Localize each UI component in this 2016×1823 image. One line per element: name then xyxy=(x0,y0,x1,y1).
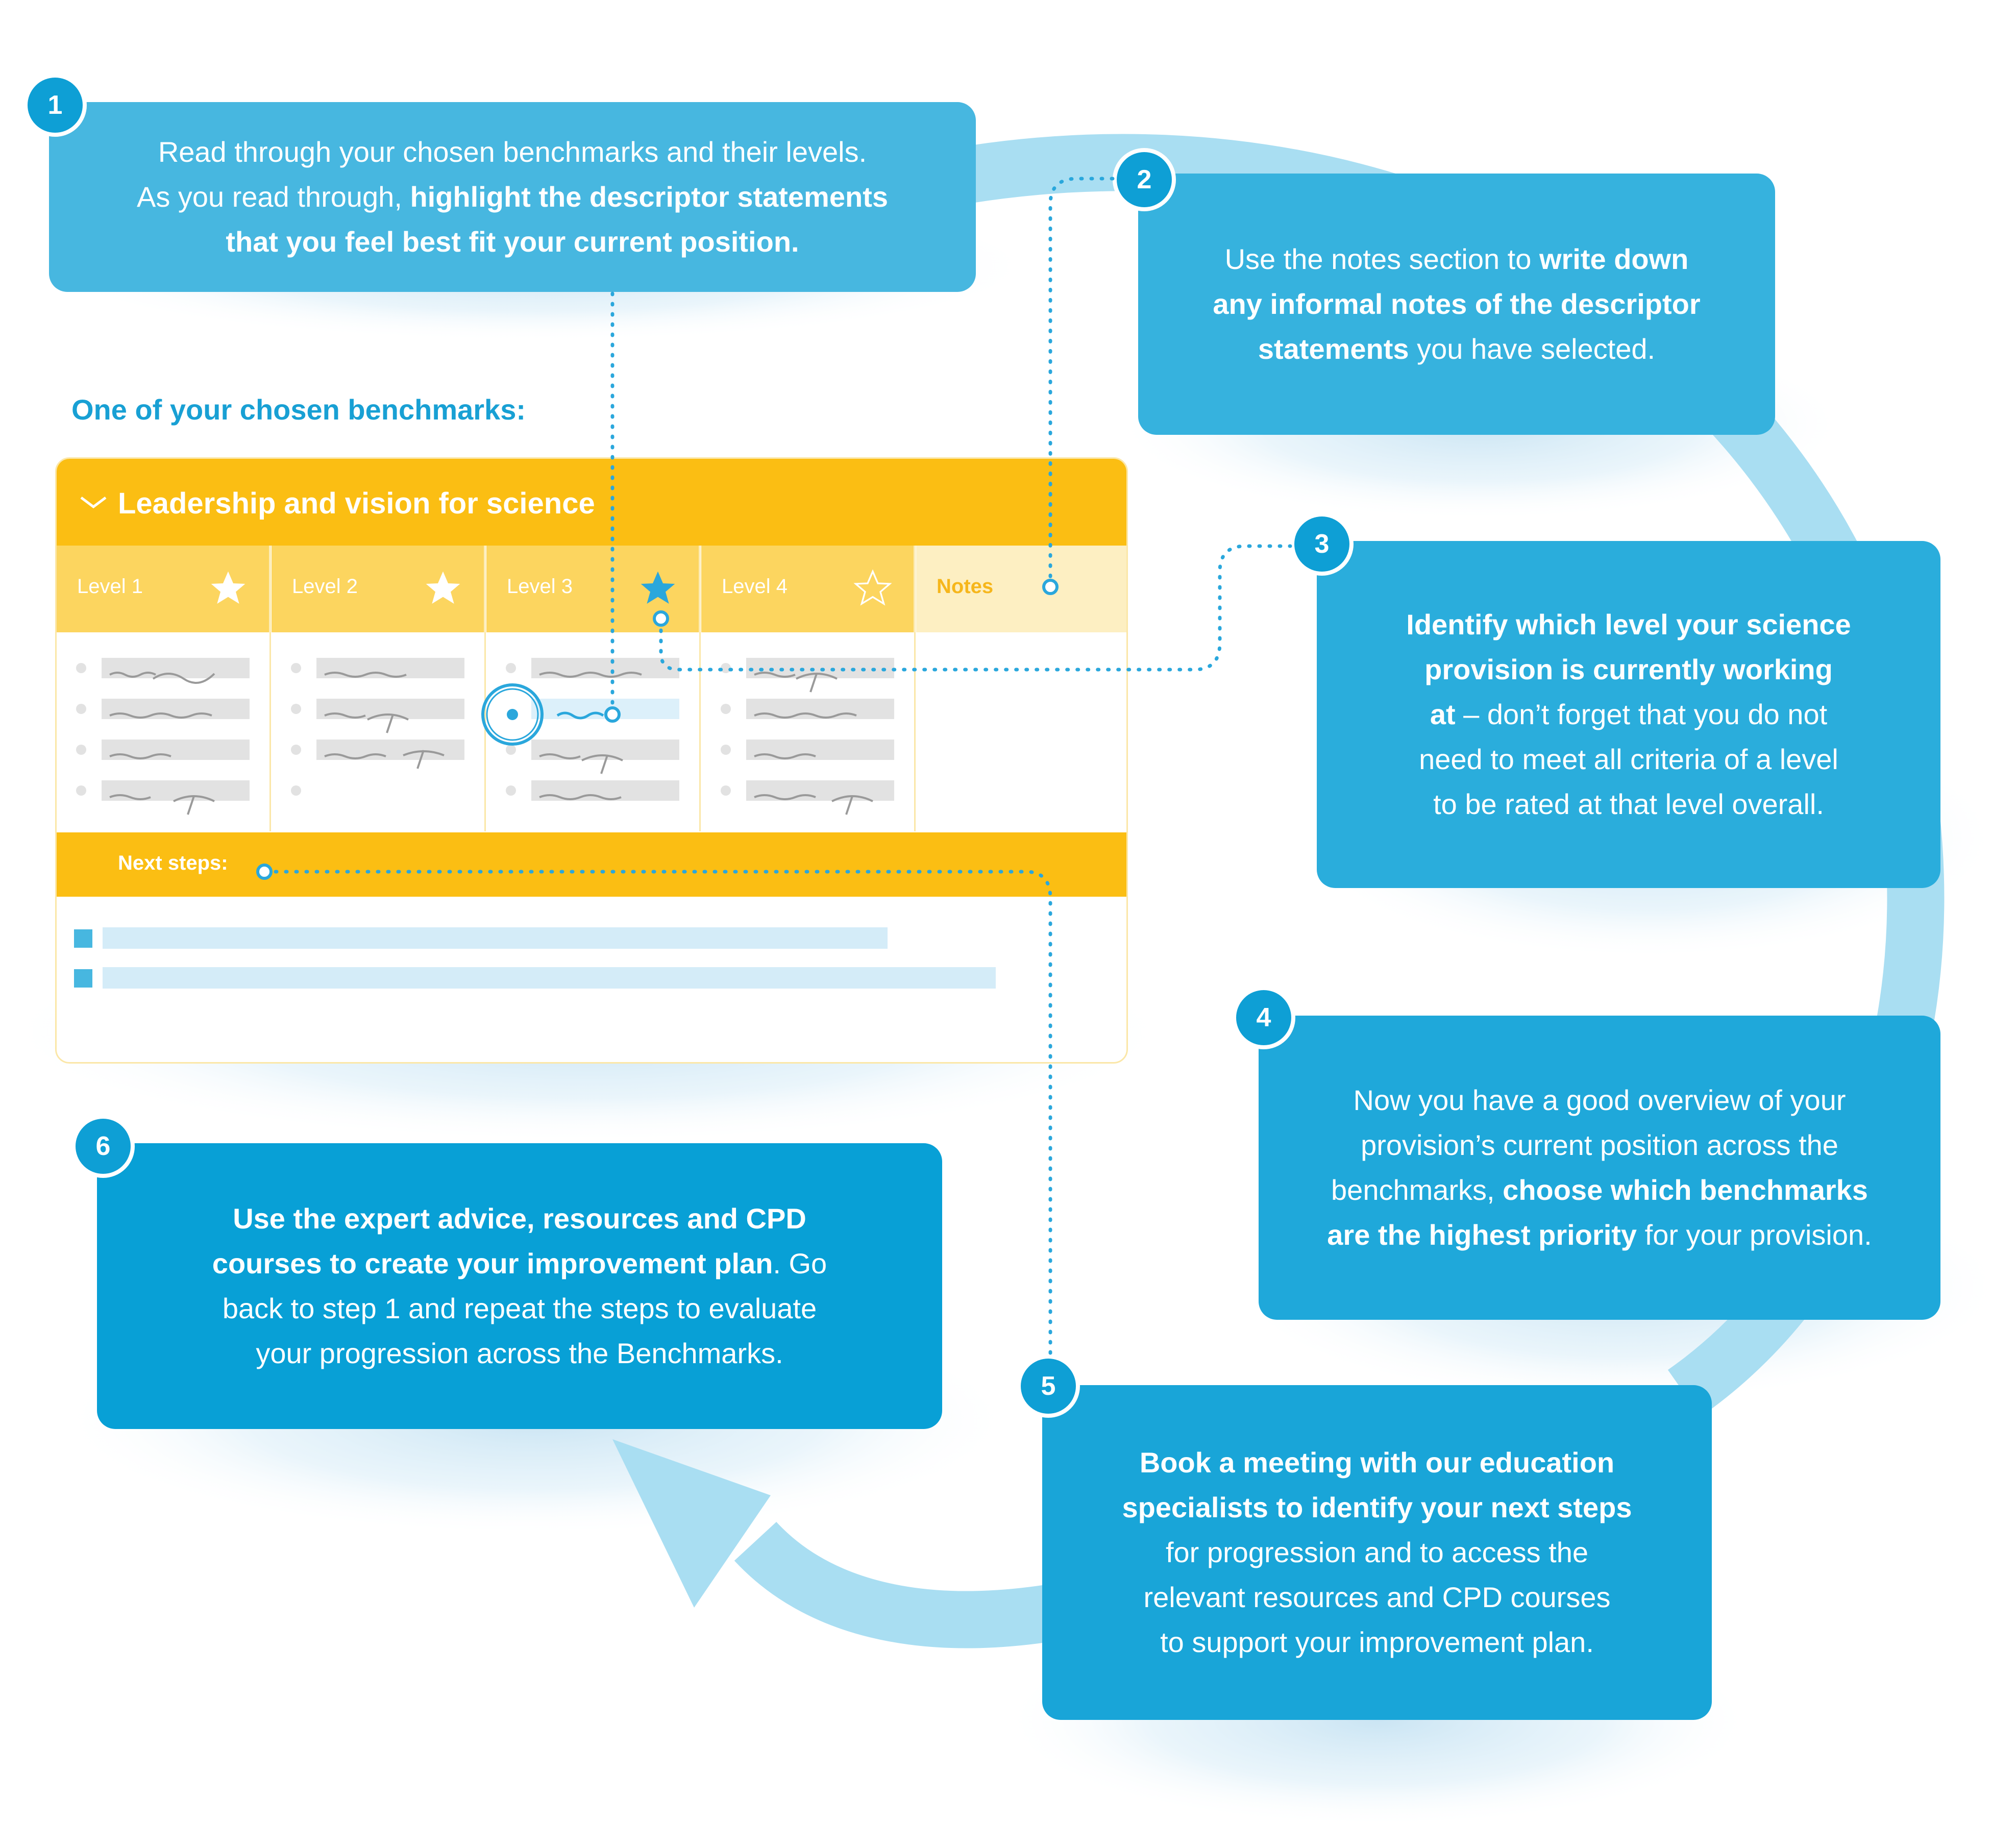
step-6-badge: 6 xyxy=(71,1115,135,1178)
step-1-badge: 1 xyxy=(23,73,87,137)
bullet-square-icon xyxy=(74,969,92,988)
level-2-tab[interactable]: Level 2 xyxy=(272,546,486,632)
step-1-text: Read through your chosen benchmarks and … xyxy=(136,136,888,258)
step-4-badge: 4 xyxy=(1232,986,1295,1049)
step-3-badge: 3 xyxy=(1290,512,1354,576)
card-title: Leadership and vision for science xyxy=(118,487,595,520)
step-5-badge: 5 xyxy=(1017,1354,1080,1418)
next-steps-bar: Next steps: xyxy=(57,832,1126,897)
step-6-text: Use the expert advice, resources and CPD… xyxy=(212,1202,827,1369)
step-1-box: Read through your chosen benchmarks and … xyxy=(49,102,976,292)
star-filled-icon xyxy=(426,571,460,604)
level-3-label: Level 3 xyxy=(507,575,573,598)
next-step-line xyxy=(103,967,996,989)
level-4-label: Level 4 xyxy=(722,575,788,598)
level-1-descriptors xyxy=(57,632,271,831)
card-header[interactable]: Leadership and vision for science xyxy=(57,459,1126,546)
next-step-line xyxy=(103,927,888,949)
star-selected-icon xyxy=(641,571,675,604)
notes-tab[interactable]: Notes xyxy=(916,546,1126,632)
star-filled-icon xyxy=(211,571,245,604)
bullet-square-icon xyxy=(74,929,92,948)
step-2-badge: 2 xyxy=(1113,148,1176,211)
level-2-label: Level 2 xyxy=(292,575,358,598)
star-outline-icon xyxy=(853,569,892,606)
level-2-descriptors xyxy=(272,632,486,831)
next-steps-label: Next steps: xyxy=(118,852,228,874)
level-3-tab[interactable]: Level 3 xyxy=(486,546,701,632)
notes-column[interactable] xyxy=(916,632,1126,831)
chevron-down-icon xyxy=(80,497,107,509)
level-3-descriptors xyxy=(486,632,701,831)
level-1-tab[interactable]: Level 1 xyxy=(57,546,271,632)
level-4-descriptors xyxy=(701,632,916,831)
benchmark-card: Leadership and vision for science Level … xyxy=(55,457,1128,1064)
step-6-box: Use the expert advice, resources and CPD… xyxy=(97,1143,942,1429)
level-1-label: Level 1 xyxy=(77,575,143,598)
intro-heading: One of your chosen benchmarks: xyxy=(71,393,526,426)
notes-label: Notes xyxy=(937,575,994,598)
level-4-tab[interactable]: Level 4 xyxy=(701,546,916,632)
